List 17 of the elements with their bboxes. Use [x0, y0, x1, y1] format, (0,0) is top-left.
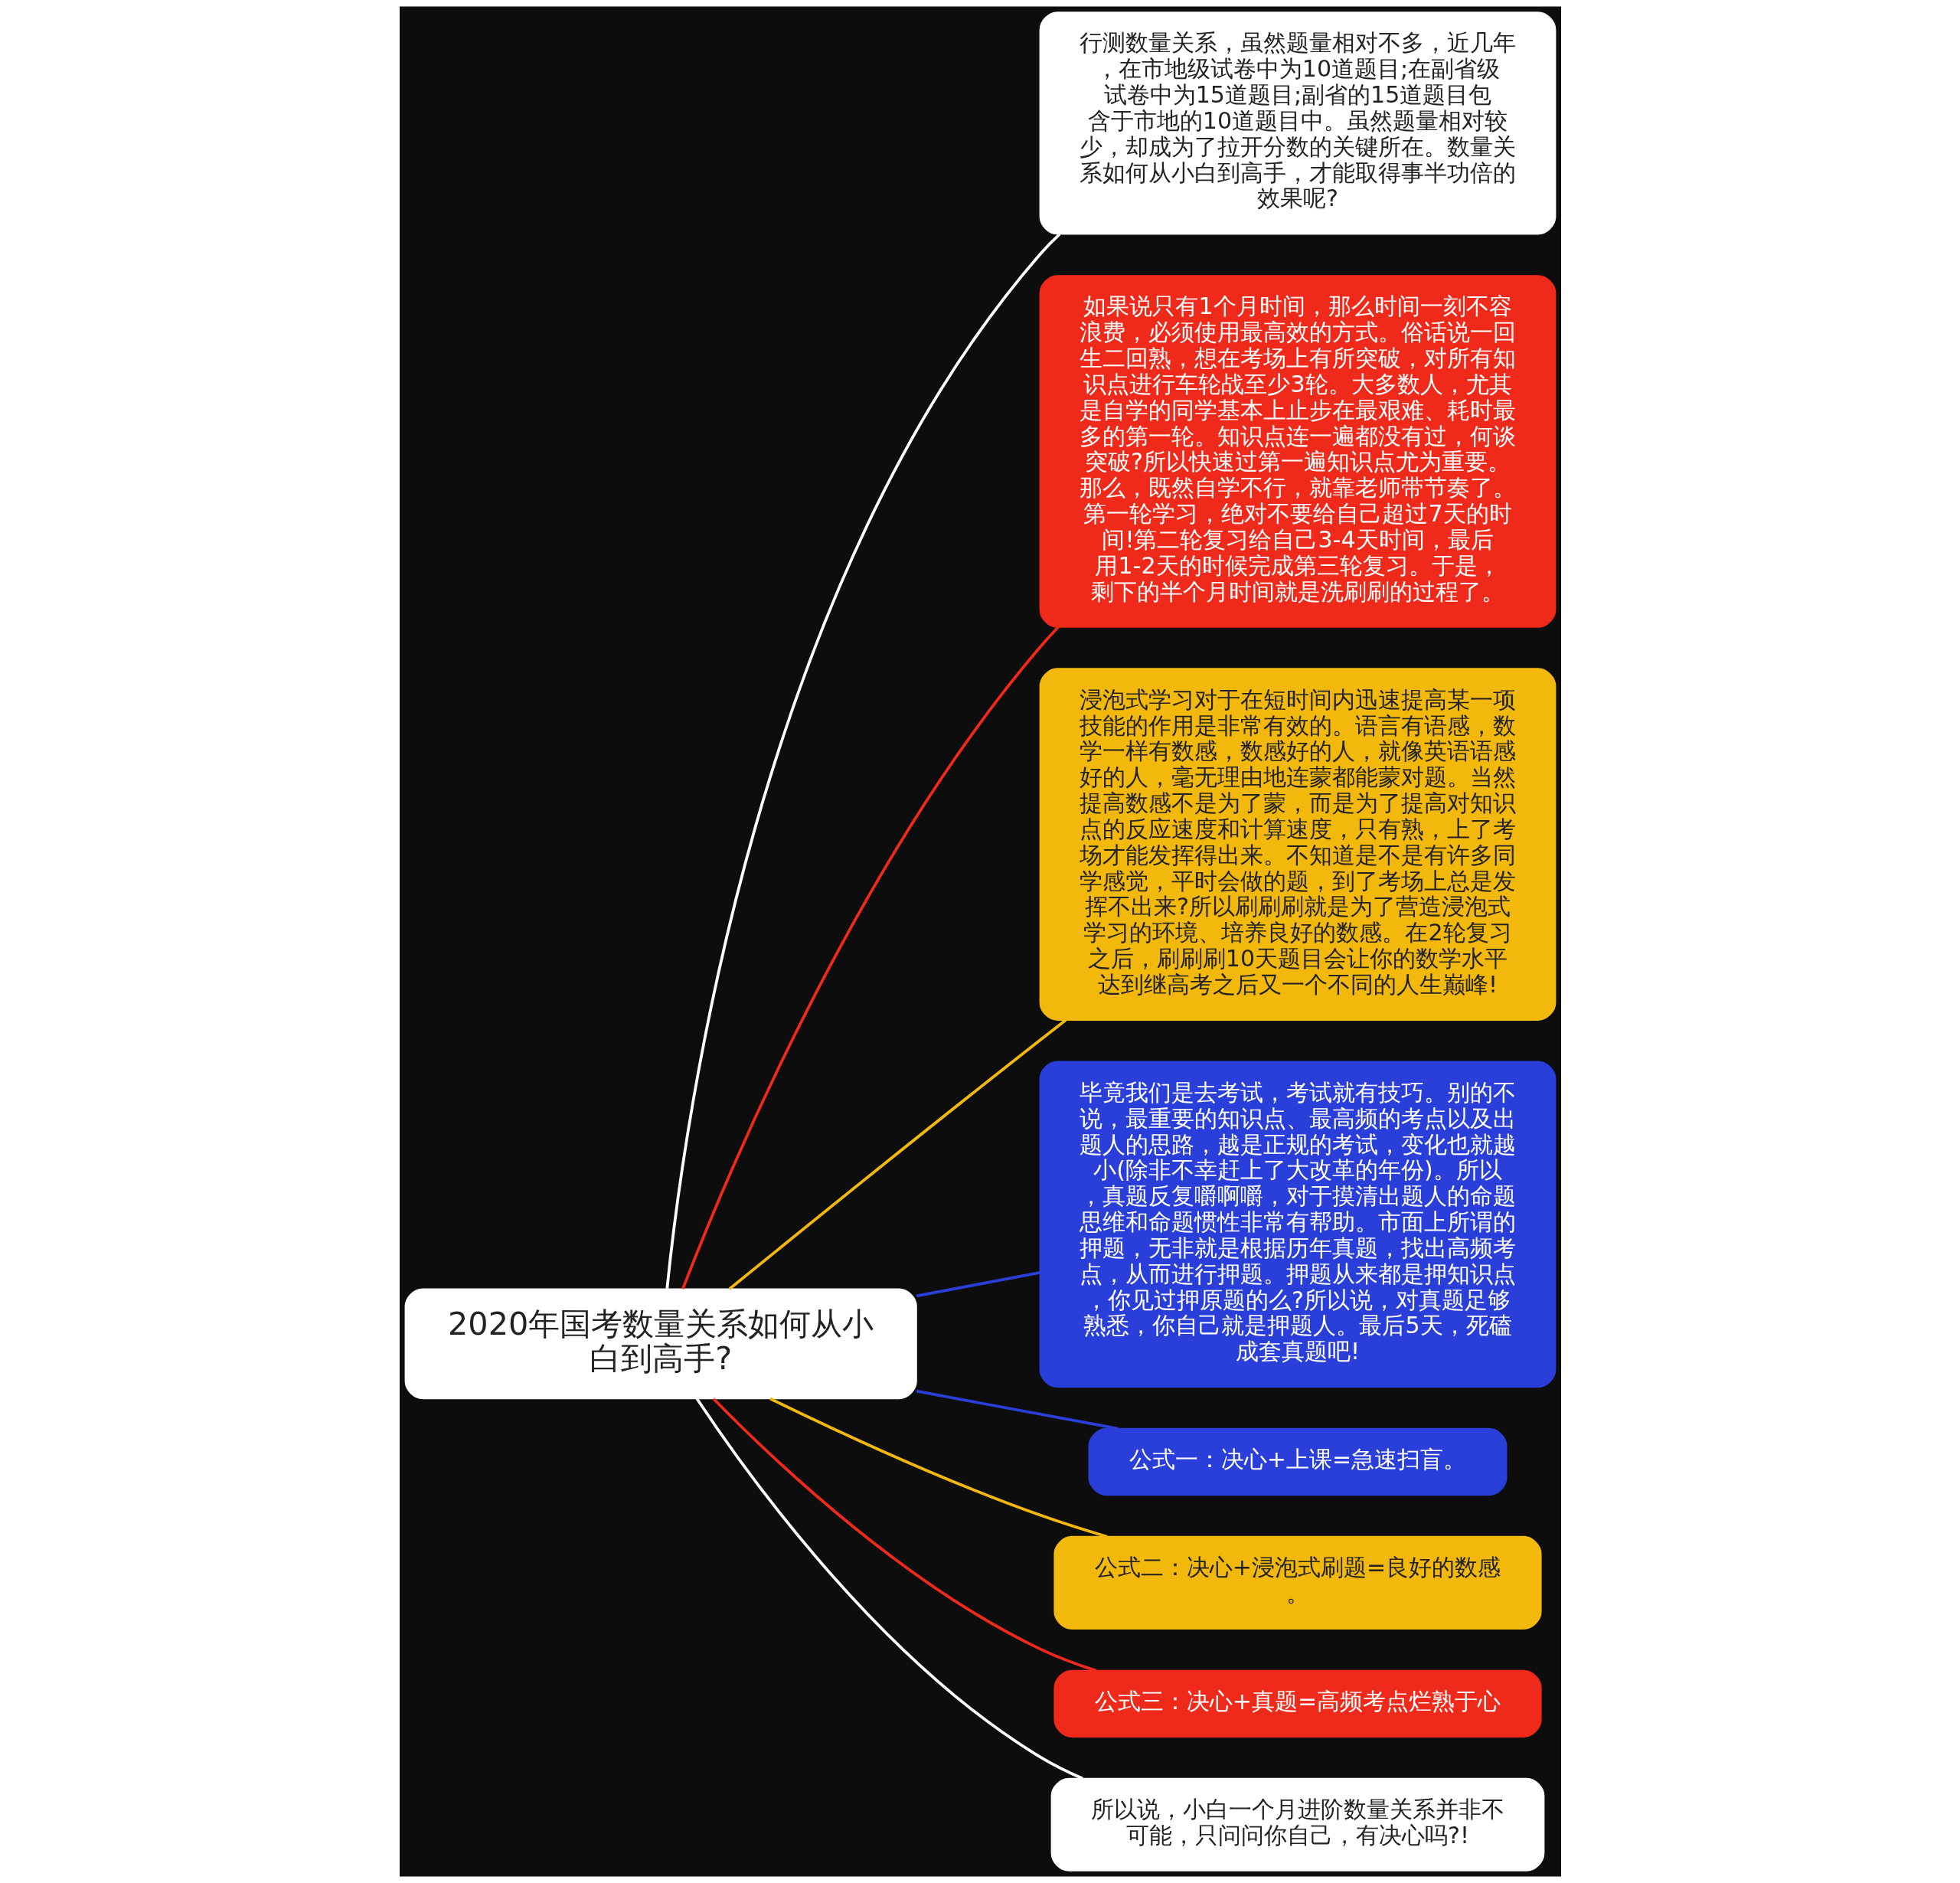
connector	[712, 1398, 1096, 1672]
node-box: 如果说只有1个月时间，那么时间一刻不容浪费，必须使用最高效的方式。俗话说一回生二回熟，想在考场上有所突破，对所有知识点进行车轮战至少3轮。大多数人，尤其是自学的同学基本上止步在最艰难、耗时最多的第一轮。知识点连一遍都没有过，何谈突破?所以快速过第一遍知识点尤为重要。那么，既然自学不行，就靠老师带节奏了。第一轮学习，绝对不要给自己超过7天的时间!第二轮复习给自己3-4天时间，最后用1-2天的时候完成第三轮复习。于是，剩下的半个月时间就是洗刷刷的过程了。	[1039, 275, 1556, 628]
connector	[728, 1018, 1067, 1290]
connector	[916, 1389, 1119, 1430]
node-box: 2020年国考数量关系如何从小白到高手?	[404, 1288, 917, 1400]
connector	[681, 626, 1060, 1290]
connector	[916, 1271, 1040, 1298]
connector	[695, 1398, 1083, 1780]
node-box: 所以说，小白一个月进阶数量关系并非不可能，只问问你自己，有决心吗?!	[1050, 1777, 1544, 1872]
node-box: 公式一：决心+上课=急速扫盲。	[1088, 1427, 1507, 1496]
node-box: 公式三：决心+真题=高频考点烂熟于心	[1053, 1669, 1542, 1738]
node-box: 行测数量关系，虽然题量相对不多，近几年，在市地级试卷中为10道题目;在副省级试卷中为15道题目;副省的15道题目包含于市地的10道题目中。虽然题量相对较少，却成为了拉开分数的关键所在。数量关系如何从小白到高手，才能取得事半功倍的效果呢?	[1039, 11, 1556, 235]
node-box: 浸泡式学习对于在短时间内迅速提高某一项技能的作用是非常有效的。语言有语感，数学一样有数感，数感好的人，就像英语语感好的人，毫无理由地连蒙都能蒙对题。当然提高数感不是为了蒙，而是为了提高对知识点的反应速度和计算速度，只有熟，上了考场才能发挥得出来。不知道是不是有许多同学感觉，平时会做的题，到了考场上总是发挥不出来?所以刷刷刷就是为了营造浸泡式学习的环境、培养良好的数感。在2轮复习之后，刷刷刷10天题目会让你的数学水平达到继高考之后又一个不同的人生巅峰!	[1039, 668, 1556, 1021]
connector	[665, 233, 1060, 1289]
connector	[769, 1397, 1107, 1538]
node-box: 公式二：决心+浸泡式刷题=良好的数感。	[1053, 1535, 1542, 1630]
node-box: 毕竟我们是去考试，考试就有技巧。别的不说，最重要的知识点、最高频的考点以及出题人的思路，越是正规的考试，变化也就越小(除非不幸赶上了大改革的年份)。所以，真题反复嚼啊嚼，对于摸清出题人的命题思维和命题惯性非常有帮助。市面上所谓的押题，无非就是根据历年真题，找出高频考点，从而进行押题。押题从来都是押知识点，你见过押原题的么?所以说，对真题足够熟悉，你自己就是押题人。最后5天，死磕成套真题吧!	[1039, 1061, 1556, 1388]
